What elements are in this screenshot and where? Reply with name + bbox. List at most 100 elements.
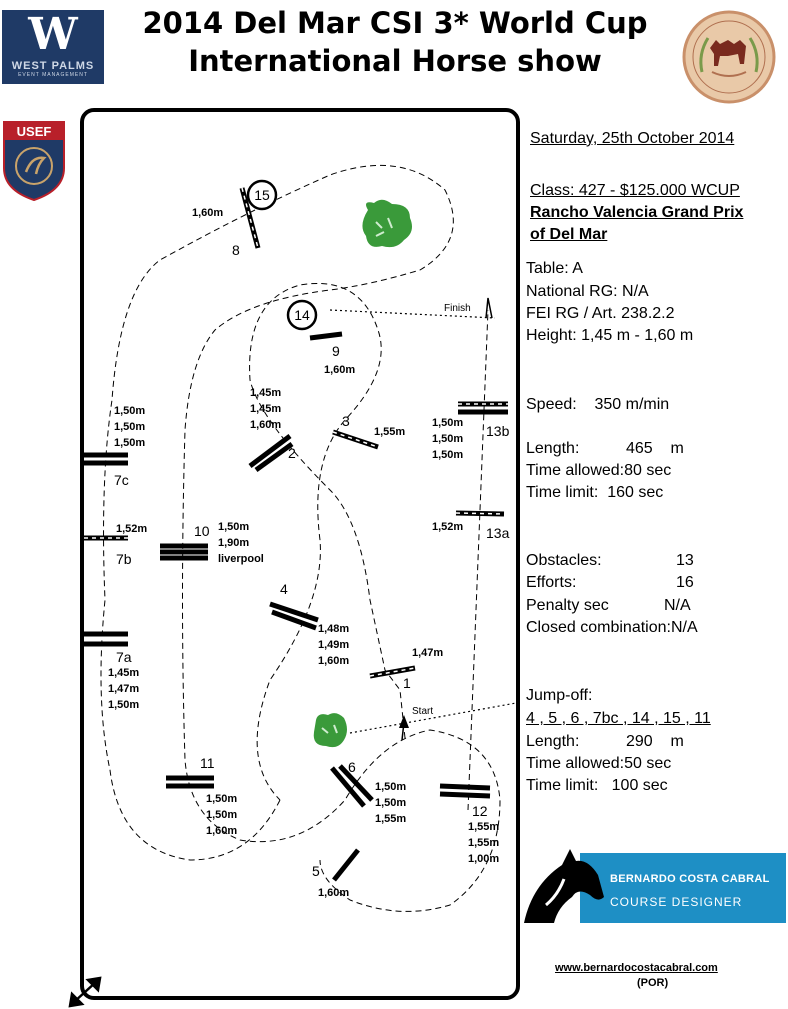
class-name-2: of Del Mar [530,226,608,243]
height-12c: 1,00m [468,853,499,865]
height-4b: 1,49m [318,639,349,651]
number-1: 1 [403,675,411,691]
national-rg: National RG: N/A [526,283,649,300]
designer-name: BERNARDO COSTA CABRAL [610,873,770,885]
fei-rg: FEI RG / Art. 238.2.2 [526,305,675,322]
jumpoff-time-allowed: Time allowed:50 sec [526,753,671,775]
finish-arrow [485,297,493,319]
bush-bottom [313,713,347,748]
speed: Speed: 350 m/min [526,394,669,416]
title-line-1: 2014 Del Mar CSI 3* World Cup [142,6,648,40]
west-palms-logo: W WEST PALMS EVENT MANAGEMENT [2,10,104,84]
jo-length-value: 290 [626,733,653,750]
height-10c: liverpool [218,553,264,565]
circle-15 [246,179,278,211]
height-6a: 1,50m [375,781,406,793]
west-palms-name: WEST PALMS [11,60,95,72]
number-7a: 7a [116,649,132,665]
speed-label: Speed: [526,396,577,413]
height-4a: 1,48m [318,623,349,635]
jo-length-label: Length: [526,733,580,750]
height-11c: 1,60m [206,825,237,837]
number-15: 15 [254,187,270,203]
height-10b: 1,90m [218,537,249,549]
obstacle-6a [330,766,366,808]
height-9: 1,60m [324,364,355,376]
time-allowed: Time allowed:80 sec [526,460,671,482]
jo-time-limit-value: 100 sec [611,777,668,794]
designer-website-link[interactable]: www.bernardocostacabral.com [555,962,718,974]
west-palms-sub: EVENT MANAGEMENT [18,72,88,78]
obstacle-5 [332,848,360,882]
number-5: 5 [312,863,320,879]
bush-top [362,199,412,248]
course-route [100,164,501,912]
height-13b-2: 1,50m [432,433,463,445]
penalty-label: Penalty sec [526,597,609,614]
number-3: 3 [342,413,350,429]
height: Height: 1,45 m - 1,60 m [526,327,694,344]
jumpoff-time-limit: Time limit: 100 sec [526,775,668,797]
number-11: 11 [200,755,215,771]
number-13a: 13a [486,525,510,541]
height-5: 1,60m [318,887,349,899]
number-12: 12 [472,803,488,819]
designer-logo: BERNARDO COSTA CABRAL COURSE DESIGNER [518,845,786,925]
time-limit-value: 160 sec [607,484,664,501]
jo-length-unit: m [670,733,684,750]
time-allowed-value: 80 sec [624,462,672,479]
designer-role: COURSE DESIGNER [610,895,743,909]
efforts-count: Efforts: 16 [526,572,694,594]
efforts-label: Efforts: [526,574,577,591]
obstacles-label: Obstacles: [526,552,602,569]
usef-text: USEF [17,124,52,139]
obstacles-count: Obstacles: 13 [526,550,694,572]
obstacle-12b [439,791,491,799]
jumpoff-length: Length: 290 m [526,731,684,753]
arena-border [80,108,520,1000]
height-7a-3: 1,50m [108,699,139,711]
number-6: 6 [348,759,356,775]
penalty-value: N/A [664,597,691,614]
usef-logo: USEF [3,121,65,202]
height-8: 1,60m [192,207,223,219]
obstacle-2b [254,441,294,473]
jo-time-allowed-label: Time allowed: [526,755,625,772]
time-limit-label: Time limit: [526,484,599,501]
closed-combination: Closed combination:N/A [526,619,698,636]
jo-time-allowed-value: 50 sec [624,755,672,772]
obstacles-value: 13 [676,552,694,569]
horse-seal-logo [682,10,776,104]
start-line [349,702,517,734]
height-2b: 1,45m [250,403,281,415]
height-2a: 1,45m [250,387,281,399]
height-7a-1: 1,45m [108,667,139,679]
height-12a: 1,55m [468,821,499,833]
title-line-2: International Horse show [188,44,602,78]
circle-14 [286,299,318,331]
speed-value: 350 m/min [594,396,670,413]
height-7a-2: 1,47m [108,683,139,695]
obstacle-4a [269,601,319,623]
penalty: Penalty sec N/A [526,595,691,617]
designer-country: (POR) [637,977,669,989]
number-7c: 7c [114,472,129,488]
jumpoff-label: Jump-off: [526,687,593,704]
height-7c-1: 1,50m [114,405,145,417]
number-4: 4 [280,581,288,597]
obstacle-1 [369,665,416,679]
west-palms-letter: W [28,9,78,60]
efforts-value: 16 [676,574,694,591]
obstacle-4b [271,609,317,631]
height-1: 1,47m [412,647,443,659]
height-6b: 1,50m [375,797,406,809]
length: Length:465 m [526,438,684,460]
obstacle-6b [338,764,374,802]
length-value: 465 [626,440,653,457]
resize-arrow-icon [68,976,102,1008]
date: Saturday, 25th October 2014 [530,130,735,147]
number-7b: 7b [116,551,132,567]
obstacle-3 [332,429,379,450]
time-allowed-label: Time allowed: [526,462,625,479]
